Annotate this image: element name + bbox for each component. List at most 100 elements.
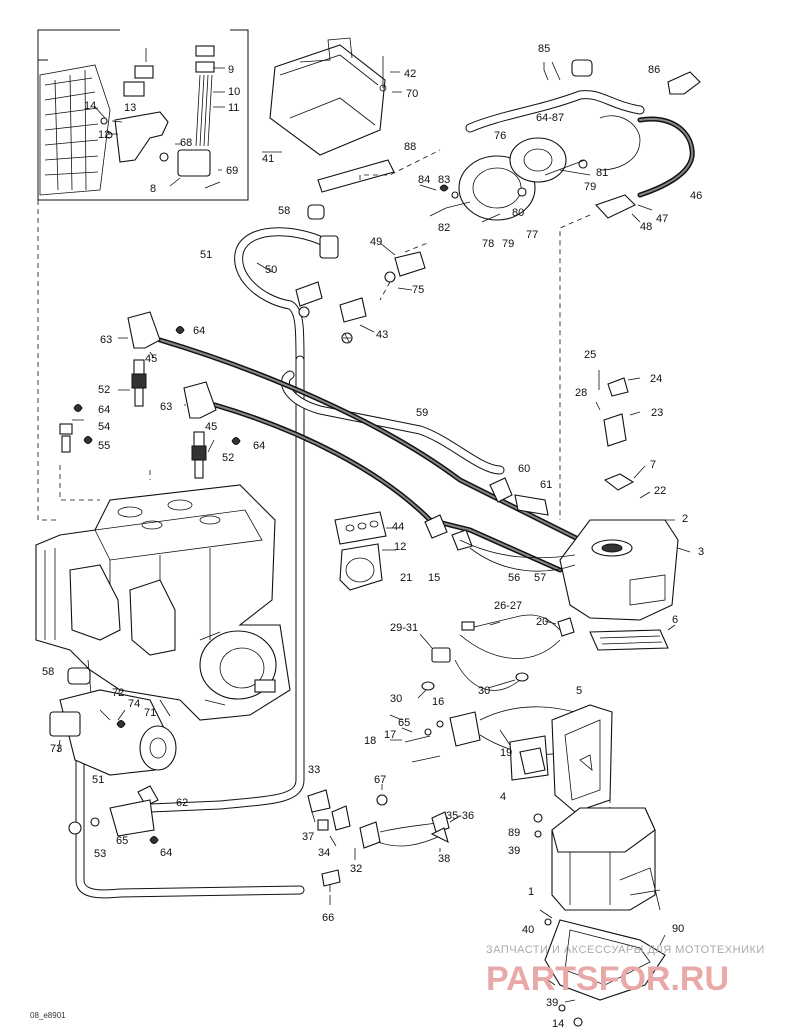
callout-59: 59 — [416, 407, 428, 419]
callout-39-b: 39 — [546, 997, 558, 1009]
spark-cap-63a — [127, 311, 161, 349]
callout-75: 75 — [412, 284, 424, 296]
callout-79-top: 79 — [584, 181, 596, 193]
callout-6: 6 — [672, 614, 678, 626]
callout-89: 89 — [508, 827, 520, 839]
ignition-leads — [59, 311, 583, 573]
inset-clip — [134, 65, 154, 79]
callout-63-b: 63 — [160, 401, 172, 413]
callout-17: 17 — [384, 729, 396, 741]
cap-23 — [603, 413, 627, 447]
callout-76: 76 — [494, 130, 506, 142]
callout-51-b: 51 — [92, 774, 104, 786]
callout-83: 83 — [438, 174, 450, 186]
washer-14 — [573, 1017, 583, 1027]
callout-19: 19 — [500, 747, 512, 759]
callout-14-b: 14 — [552, 1018, 564, 1030]
callout-5: 5 — [576, 685, 582, 697]
connector-35 — [431, 811, 450, 833]
battery-assembly — [533, 704, 666, 1027]
callout-86: 86 — [648, 64, 660, 76]
fitting-24 — [607, 377, 629, 397]
screw-40 — [544, 918, 552, 926]
callout-20: 20 — [536, 616, 548, 628]
callout-61: 61 — [540, 479, 552, 491]
support-6 — [589, 629, 669, 651]
callout-64-a: 64 — [193, 325, 205, 337]
callout-16: 16 — [432, 696, 444, 708]
cap-58b — [67, 667, 91, 685]
callout-labels: 9 10 11 14 13 12 68 8 69 42 70 41 88 85 … — [42, 43, 704, 1030]
callout-79: 79 — [502, 238, 514, 250]
callout-69: 69 — [226, 165, 238, 177]
washer-67 — [376, 794, 388, 806]
callout-90: 90 — [672, 923, 684, 935]
watermark-line2: PARTSFOR.RU — [486, 960, 729, 998]
callout-12-inset: 12 — [98, 129, 110, 141]
engine-assembly — [35, 484, 291, 721]
callout-51-top: 51 — [200, 249, 212, 261]
callout-72: 72 — [112, 687, 124, 699]
callout-41: 41 — [262, 153, 274, 165]
washer-65 — [90, 817, 100, 827]
callout-38: 38 — [438, 853, 450, 865]
callout-15: 15 — [428, 572, 440, 584]
washer-80 — [517, 187, 527, 197]
fitting-61 — [514, 494, 549, 516]
fitting-49 — [394, 251, 426, 277]
callout-39-a: 39 — [508, 845, 520, 857]
adjuster-47 — [595, 194, 636, 219]
callout-4: 4 — [500, 791, 506, 803]
callout-25: 25 — [584, 349, 596, 361]
callout-66: 66 — [322, 912, 334, 924]
callout-53: 53 — [94, 848, 106, 860]
callout-23: 23 — [651, 407, 663, 419]
callout-40: 40 — [522, 924, 534, 936]
clip-20 — [557, 617, 575, 637]
battery-holder — [262, 37, 402, 193]
callout-45-a: 45 — [145, 353, 157, 365]
hose-fittings — [424, 477, 576, 572]
callout-11: 11 — [228, 102, 239, 114]
callout-78: 78 — [482, 238, 494, 250]
battery-top — [551, 807, 656, 853]
callout-32: 32 — [350, 863, 362, 875]
callout-58-b: 58 — [42, 666, 54, 678]
callout-33: 33 — [308, 764, 320, 776]
callout-65-b: 65 — [116, 835, 128, 847]
clamp-50 — [295, 281, 323, 307]
callout-84: 84 — [418, 174, 430, 186]
callout-63-a: 63 — [100, 334, 112, 346]
connector-29 — [431, 647, 451, 663]
bolt-79 — [578, 159, 588, 169]
callout-60: 60 — [518, 463, 530, 475]
callout-68: 68 — [180, 137, 192, 149]
callout-10: 10 — [228, 86, 240, 98]
screw-82 — [445, 201, 471, 209]
inset-bracket — [114, 111, 169, 163]
starter-assembly — [49, 667, 177, 844]
callout-85: 85 — [538, 43, 550, 55]
callout-42: 42 — [404, 68, 416, 80]
tray-90 — [544, 919, 666, 1001]
callout-18: 18 — [364, 735, 376, 747]
inset-nut — [105, 131, 113, 139]
inset-screw — [204, 181, 221, 189]
callout-44: 44 — [392, 521, 404, 533]
callout-64-d: 64 — [160, 847, 172, 859]
callout-62: 62 — [176, 797, 188, 809]
clamp-43 — [339, 297, 367, 323]
drop-84 — [439, 184, 449, 192]
callout-8: 8 — [150, 183, 156, 195]
callout-46: 46 — [690, 190, 702, 202]
callout-1: 1 — [528, 886, 534, 898]
nut-37 — [317, 819, 329, 831]
fitting-21 — [424, 514, 448, 539]
watermark: ЗАПЧАСТИ И АКСЕССУАРЫ ДЛЯ МОТОТЕХНИКИ PA… — [486, 944, 764, 998]
inset-washer — [159, 152, 169, 162]
fitting-60 — [489, 477, 513, 503]
gasket-44 — [334, 511, 387, 545]
nut-83 — [451, 191, 459, 199]
callout-64-c: 64 — [253, 440, 265, 452]
